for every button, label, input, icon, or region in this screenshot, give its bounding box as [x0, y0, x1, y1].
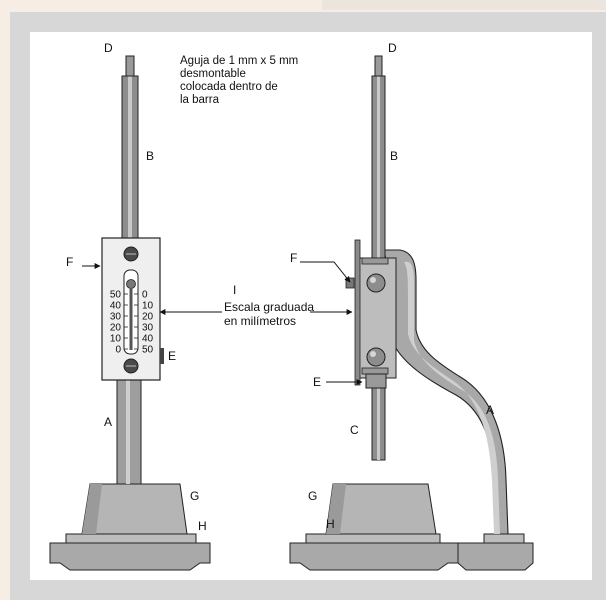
note-line-2: desmontable: [180, 68, 246, 80]
scale-tick-label-right: 30: [142, 323, 154, 334]
scale-tick-label-right: 20: [142, 312, 154, 323]
left-label-a: A: [104, 415, 112, 429]
right-arm-foot: [457, 542, 534, 571]
right-arm-foot-top: [483, 533, 525, 544]
left-label-g: G: [190, 489, 199, 503]
right-label-a: A: [486, 403, 494, 417]
scale-tick-label-left: 30: [110, 312, 122, 323]
left-label-b: B: [146, 149, 154, 163]
right-slider-knob-bottom: [366, 347, 386, 367]
scale-tick-label-left: 20: [110, 323, 122, 334]
note-line-1: Aguja de 1 mm x 5 mm: [180, 55, 298, 67]
note-line-4: la barra: [180, 94, 220, 106]
left-block: [81, 483, 188, 535]
left-base-plate: [49, 542, 211, 571]
left-needle-tip: [125, 55, 135, 77]
right-slider-knob-top: [366, 273, 386, 293]
scale-tick-label-right: 0: [142, 290, 148, 301]
left-lower-column-highlight: [126, 380, 130, 484]
right-f-leader: [300, 261, 351, 283]
left-scale-bubble: [126, 279, 136, 289]
right-needle-tip: [374, 55, 383, 77]
right-lock-screw: [365, 373, 387, 389]
right-base-top-strip: [305, 533, 441, 544]
right-curved-arm: [383, 249, 509, 535]
right-arm-highlight: [404, 261, 500, 534]
scale-caption-line-1: Escala graduada: [224, 300, 314, 314]
scale-tick-label-left: 40: [110, 301, 122, 312]
left-rod-highlight: [128, 76, 132, 238]
left-label-f: F: [66, 255, 73, 269]
right-label-h: H: [326, 517, 335, 531]
right-label-c: C: [350, 423, 359, 437]
right-gauge: [289, 55, 534, 571]
right-label-d: D: [388, 41, 397, 55]
note-block: Aguja de 1 mm x 5 mm desmontable colocad…: [180, 55, 298, 106]
right-label-g: G: [308, 489, 317, 503]
right-slider-plate: [354, 239, 361, 386]
scale-tick-label-left: 50: [110, 290, 122, 301]
left-label-e: E: [168, 349, 176, 363]
left-label-h: H: [198, 519, 207, 533]
scale-caption-line-2: en milímetros: [224, 314, 296, 328]
scale-tick-label-right: 40: [142, 334, 154, 345]
left-block-shade: [82, 484, 102, 534]
note-line-3: colocada dentro de: [180, 81, 278, 93]
right-label-f: F: [290, 251, 297, 265]
label-i: I: [233, 283, 236, 297]
right-block-shade: [326, 484, 346, 534]
scale-tick-label-right: 10: [142, 301, 154, 312]
scale-tick-label-right: 50: [142, 345, 154, 356]
right-base-plate: [289, 542, 459, 571]
scale-tick-label-left: 10: [110, 334, 122, 345]
left-label-d: D: [104, 41, 113, 55]
left-base-top-strip: [65, 533, 197, 544]
top-right-band: [322, 0, 606, 10]
right-label-b: B: [390, 149, 398, 163]
right-label-e: E: [313, 375, 321, 389]
left-lock-screw: [160, 348, 164, 364]
scale-tick-label-left: 0: [115, 345, 121, 356]
